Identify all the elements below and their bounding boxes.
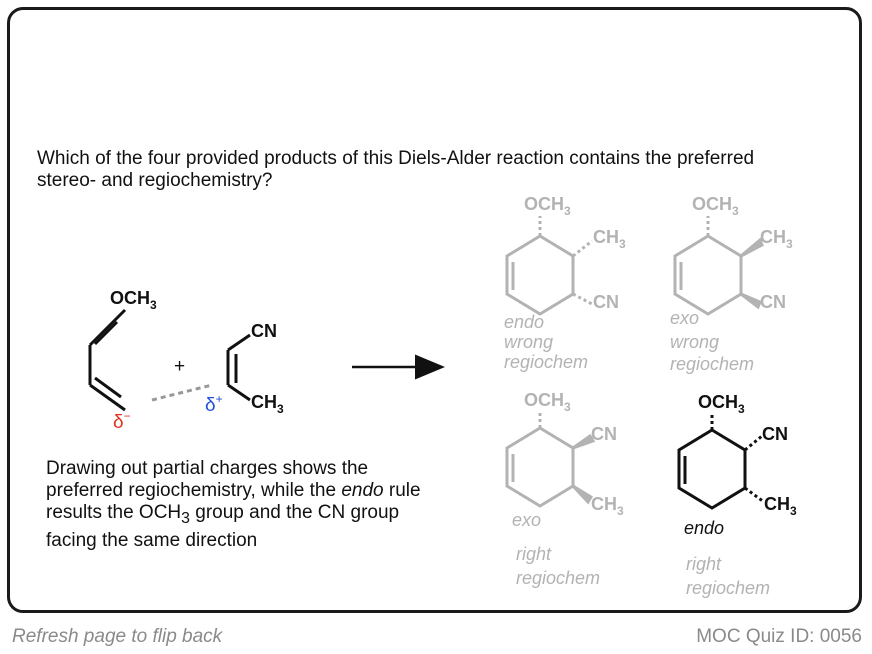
delta-plus-label: δ+	[205, 392, 223, 416]
svg-text:CN: CN	[760, 292, 786, 312]
diene	[88, 308, 127, 412]
svg-text:right: right	[516, 544, 552, 564]
svg-text:OCH3: OCH3	[698, 392, 745, 416]
quiz-id: MOC Quiz ID: 0056	[696, 626, 862, 647]
refresh-hint: Refresh page to flip back	[12, 626, 223, 647]
product-3: OCH3 CN CH3 exo right regiochem	[505, 390, 624, 588]
dienophile	[226, 333, 251, 402]
svg-text:endo: endo	[504, 312, 544, 332]
svg-text:CH3: CH3	[593, 227, 626, 251]
explanation-text: Drawing out partial charges shows the pr…	[46, 458, 421, 551]
svg-text:right: right	[686, 554, 722, 574]
svg-text:regiochem: regiochem	[670, 354, 754, 374]
delta-minus-label: δ−	[113, 409, 131, 433]
dienophile-cn-label: CN	[251, 321, 277, 341]
quiz-card[interactable]	[7, 7, 862, 613]
svg-text:exo: exo	[512, 510, 541, 530]
svg-text:wrong: wrong	[670, 332, 719, 352]
product-1: OCH3 CH3 CN endo wrong regiochem	[504, 194, 626, 372]
svg-text:regiochem: regiochem	[686, 578, 770, 598]
dienophile-ch3-label: CH3	[251, 392, 284, 416]
svg-text:CN: CN	[593, 292, 619, 312]
partial-charge-dash	[151, 383, 213, 402]
diene-och3-label: OCH3	[110, 288, 157, 312]
svg-text:CN: CN	[762, 424, 788, 444]
svg-text:CH3: CH3	[760, 227, 793, 251]
product-4: OCH3 CN CH3 endo right regiochem	[677, 392, 797, 598]
svg-text:CH3: CH3	[591, 494, 624, 518]
svg-text:CH3: CH3	[764, 494, 797, 518]
svg-text:CN: CN	[591, 424, 617, 444]
svg-text:regiochem: regiochem	[516, 568, 600, 588]
svg-text:exo: exo	[670, 308, 699, 328]
svg-text:endo: endo	[684, 518, 724, 538]
question-text: Which of the four provided products of t…	[37, 148, 755, 191]
svg-text:OCH3: OCH3	[692, 194, 739, 218]
svg-text:OCH3: OCH3	[524, 194, 571, 218]
svg-text:OCH3: OCH3	[524, 390, 571, 414]
product-2: OCH3 CH3 CN exo wrong regiochem	[670, 194, 793, 374]
plus-sign: +	[174, 356, 185, 377]
svg-text:wrong: wrong	[504, 332, 553, 352]
svg-text:regiochem: regiochem	[504, 352, 588, 372]
